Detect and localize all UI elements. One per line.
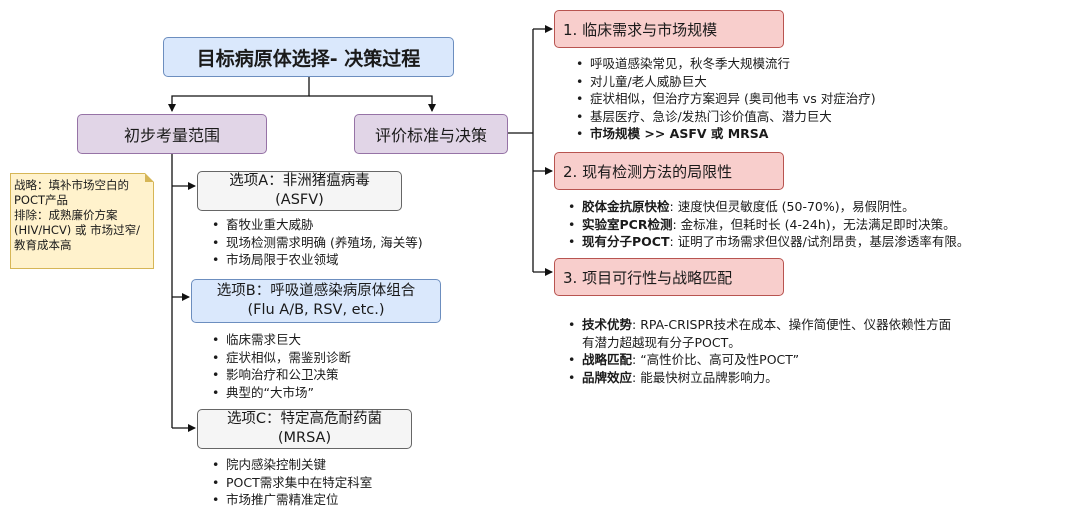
option-a-bullets: 畜牧业重大威胁 现场检测需求明确 (养殖场, 海关等) 市场局限于农业领域 bbox=[210, 216, 423, 269]
option-c-label: 选项C：特定高危耐药菌 bbox=[226, 411, 383, 427]
criterion-1-bullets: 呼吸道感染常见，秋冬季大规模流行 对儿童/老人威胁巨大 症状相似，但治疗方案迥异… bbox=[574, 55, 876, 143]
list-item: 现场检测需求明确 (养殖场, 海关等) bbox=[210, 234, 423, 252]
option-c-sub: (MRSA) bbox=[277, 430, 332, 446]
list-item: 影响治疗和公卫决策 bbox=[210, 366, 351, 384]
list-item: 胶体金抗原快检: 速度快但灵敏度低 (50-70%)，易假阴性。 bbox=[566, 198, 969, 216]
option-a-sub: (ASFV) bbox=[275, 192, 324, 208]
note-strategy-line: 战略：填补市场空白的POCT产品 bbox=[14, 178, 129, 207]
option-b-box: 选项B：呼吸道感染病原体组合 (Flu A/B, RSV, etc.) bbox=[191, 279, 441, 323]
option-b-label: 选项B：呼吸道感染病原体组合 bbox=[216, 283, 416, 299]
list-item: 战略匹配: “高性价比、高可及性POCT” bbox=[566, 351, 956, 369]
list-item: 基层医疗、急诊/发热门诊价值高、潜力巨大 bbox=[574, 108, 876, 126]
category-initial-scope: 初步考量范围 bbox=[77, 114, 267, 154]
list-item: 症状相似，需鉴别诊断 bbox=[210, 349, 351, 367]
note-exclusion-line: 排除：成熟廉价方案(HIV/HCV) 或 市场过窄/教育成本高 bbox=[14, 208, 140, 252]
option-a-label: 选项A：非洲猪瘟病毒 bbox=[229, 173, 370, 189]
list-item: 市场局限于农业领域 bbox=[210, 251, 423, 269]
list-item: POCT需求集中在特定科室 bbox=[210, 474, 372, 492]
list-item: 典型的“大市场” bbox=[210, 384, 351, 402]
category-criteria-decision: 评价标准与决策 bbox=[354, 114, 508, 154]
criterion-1-box: 1. 临床需求与市场规模 bbox=[554, 10, 784, 48]
list-item: 对儿童/老人威胁巨大 bbox=[574, 73, 876, 91]
list-item: 呼吸道感染常见，秋冬季大规模流行 bbox=[574, 55, 876, 73]
list-item: 现有分子POCT: 证明了市场需求但仪器/试剂昂贵，基层渗透率有限。 bbox=[566, 233, 969, 251]
list-item: 临床需求巨大 bbox=[210, 331, 351, 349]
list-item: 市场推广需精准定位 bbox=[210, 491, 372, 509]
option-c-box: 选项C：特定高危耐药菌 (MRSA) bbox=[197, 409, 412, 449]
criterion-2-box: 2. 现有检测方法的局限性 bbox=[554, 152, 784, 190]
list-item: 品牌效应: 能最快树立品牌影响力。 bbox=[566, 369, 956, 387]
list-item: 技术优势: RPA-CRISPR技术在成本、操作简便性、仪器依赖性方面有潜力超越… bbox=[566, 316, 956, 351]
list-item: 畜牧业重大威胁 bbox=[210, 216, 423, 234]
option-c-bullets: 院内感染控制关键 POCT需求集中在特定科室 市场推广需精准定位 bbox=[210, 456, 372, 509]
option-a-box: 选项A：非洲猪瘟病毒 (ASFV) bbox=[197, 171, 402, 211]
diagram-title: 目标病原体选择- 决策过程 bbox=[163, 37, 454, 77]
list-item: 院内感染控制关键 bbox=[210, 456, 372, 474]
option-b-sub: (Flu A/B, RSV, etc.) bbox=[247, 302, 385, 318]
list-item: 实验室PCR检测: 金标准，但耗时长 (4-24h)，无法满足即时决策。 bbox=[566, 216, 969, 234]
list-item-bold: 市场规模 >> ASFV 或 MRSA bbox=[574, 125, 876, 143]
criterion-2-bullets: 胶体金抗原快检: 速度快但灵敏度低 (50-70%)，易假阴性。 实验室PCR检… bbox=[566, 198, 969, 251]
strategy-note: 战略：填补市场空白的POCT产品 排除：成熟廉价方案(HIV/HCV) 或 市场… bbox=[10, 173, 154, 269]
criterion-3-box: 3. 项目可行性与战略匹配 bbox=[554, 258, 784, 296]
list-item: 症状相似，但治疗方案迥异 (奥司他韦 vs 对症治疗) bbox=[574, 90, 876, 108]
option-b-bullets: 临床需求巨大 症状相似，需鉴别诊断 影响治疗和公卫决策 典型的“大市场” bbox=[210, 331, 351, 401]
criterion-3-bullets: 技术优势: RPA-CRISPR技术在成本、操作简便性、仪器依赖性方面有潜力超越… bbox=[566, 316, 956, 386]
